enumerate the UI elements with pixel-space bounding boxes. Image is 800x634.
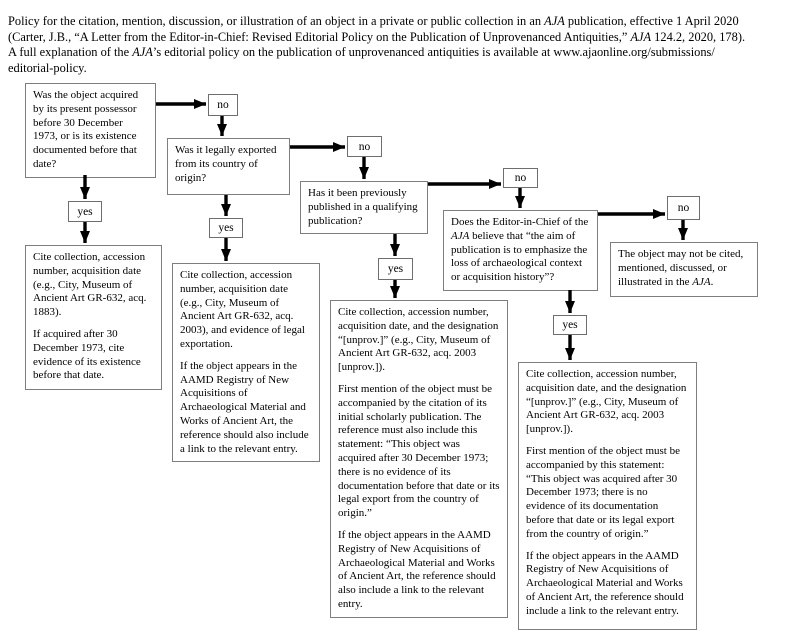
outcome-box-object-may-not-be-cited: The object may not be cited, mentioned, … (610, 242, 758, 297)
outcome-box-cite-unprov-initial-publication: Cite collection, accession number, acqui… (330, 300, 508, 618)
connector-label-yes-4: yes (553, 315, 587, 335)
connector-label-no-2: no (347, 136, 382, 157)
outcome-box-cite-collection-1883: Cite collection, accession number, acqui… (25, 245, 162, 390)
connector-label-no-3: no (503, 168, 538, 188)
connector-label-yes-3: yes (378, 258, 413, 280)
outcome-box-cite-unprov-statement: Cite collection, accession number, acqui… (518, 362, 697, 630)
question-box-editor-in-chief-belief: Does the Editor-in-Chief of the AJA beli… (443, 210, 598, 291)
question-box-legally-exported: Was it legally exported from its country… (167, 138, 290, 195)
outcome-box-cite-with-legal-exportation: Cite collection, accession number, acqui… (172, 263, 320, 463)
question-box-acquired-before-1973: Was the object acquired by its present p… (25, 83, 156, 178)
policy-header-text: Policy for the citation, mention, discus… (8, 14, 746, 75)
connector-label-no-1: no (208, 94, 238, 116)
question-box-previously-published: Has it been previously published in a qu… (300, 181, 428, 235)
connector-label-no-4: no (667, 196, 700, 220)
connector-label-yes-2: yes (209, 218, 243, 238)
connector-label-yes-1: yes (68, 201, 102, 222)
